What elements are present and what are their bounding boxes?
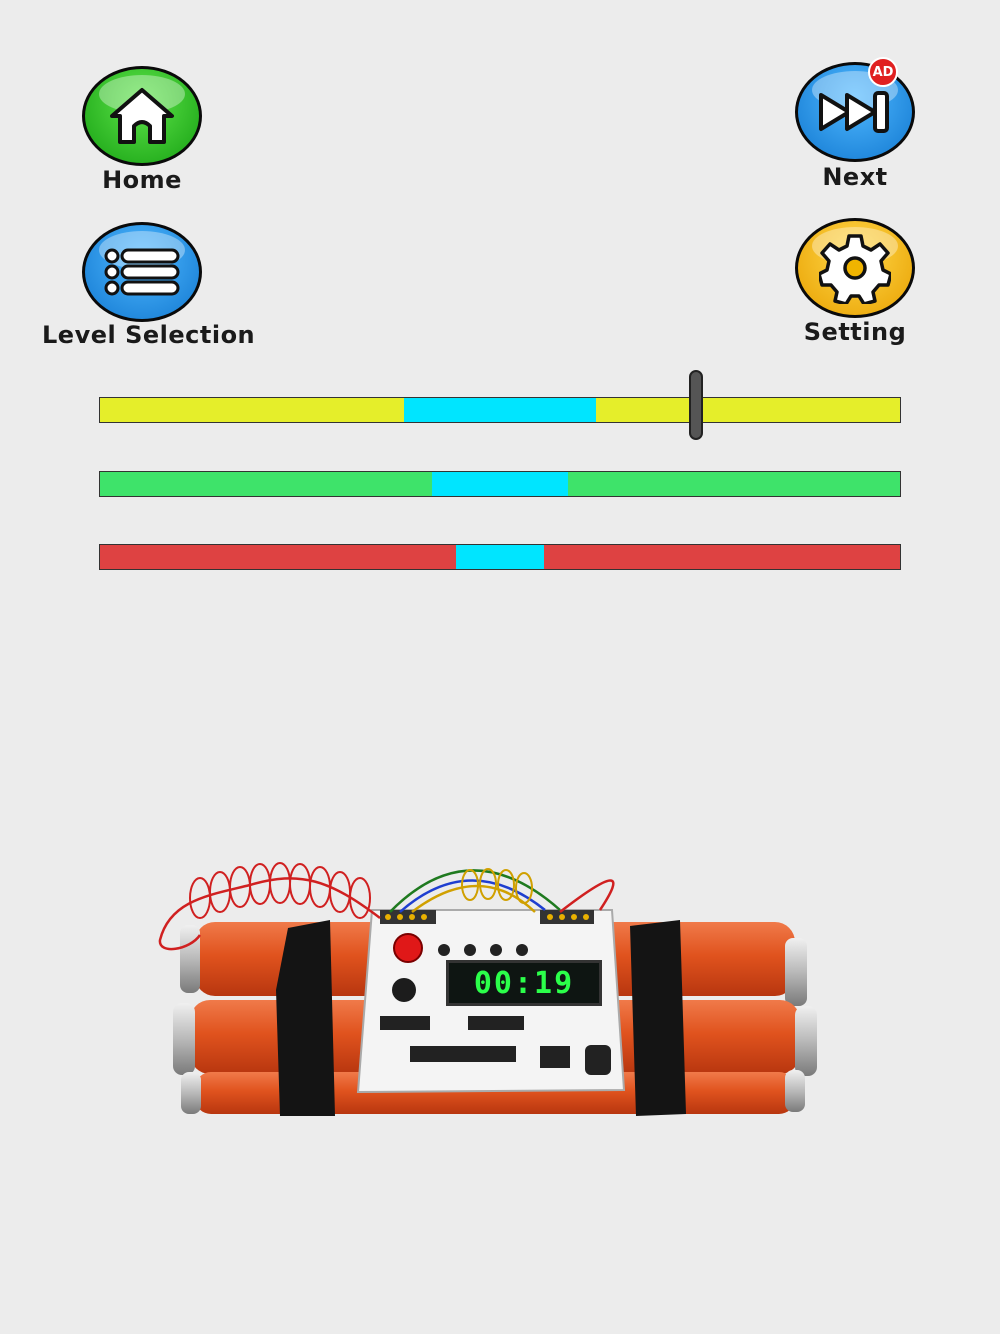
target-zone xyxy=(456,545,544,569)
level-selection-button[interactable] xyxy=(82,222,202,322)
bomb-timer-display: 00:19 xyxy=(446,960,602,1006)
target-zone xyxy=(404,398,596,422)
setting-button[interactable] xyxy=(795,218,915,318)
setting-label: Setting xyxy=(803,318,907,346)
moving-marker[interactable] xyxy=(689,370,704,440)
list-icon xyxy=(104,248,180,296)
target-zone xyxy=(432,472,568,496)
level-selection-label: Level Selection xyxy=(42,321,256,349)
gear-icon xyxy=(819,234,891,304)
skip-forward-icon xyxy=(819,91,889,133)
tape-bands xyxy=(276,920,686,1116)
home-label: Home xyxy=(102,166,182,194)
next-label: Next xyxy=(822,163,888,191)
wires xyxy=(158,862,615,951)
home-button[interactable] xyxy=(82,66,202,166)
home-icon xyxy=(110,88,174,144)
ad-badge: AD xyxy=(868,57,898,87)
green-timing-bar xyxy=(99,471,901,497)
red-timing-bar xyxy=(99,544,901,570)
time-bomb xyxy=(158,862,817,1116)
yellow-timing-bar xyxy=(99,397,901,423)
